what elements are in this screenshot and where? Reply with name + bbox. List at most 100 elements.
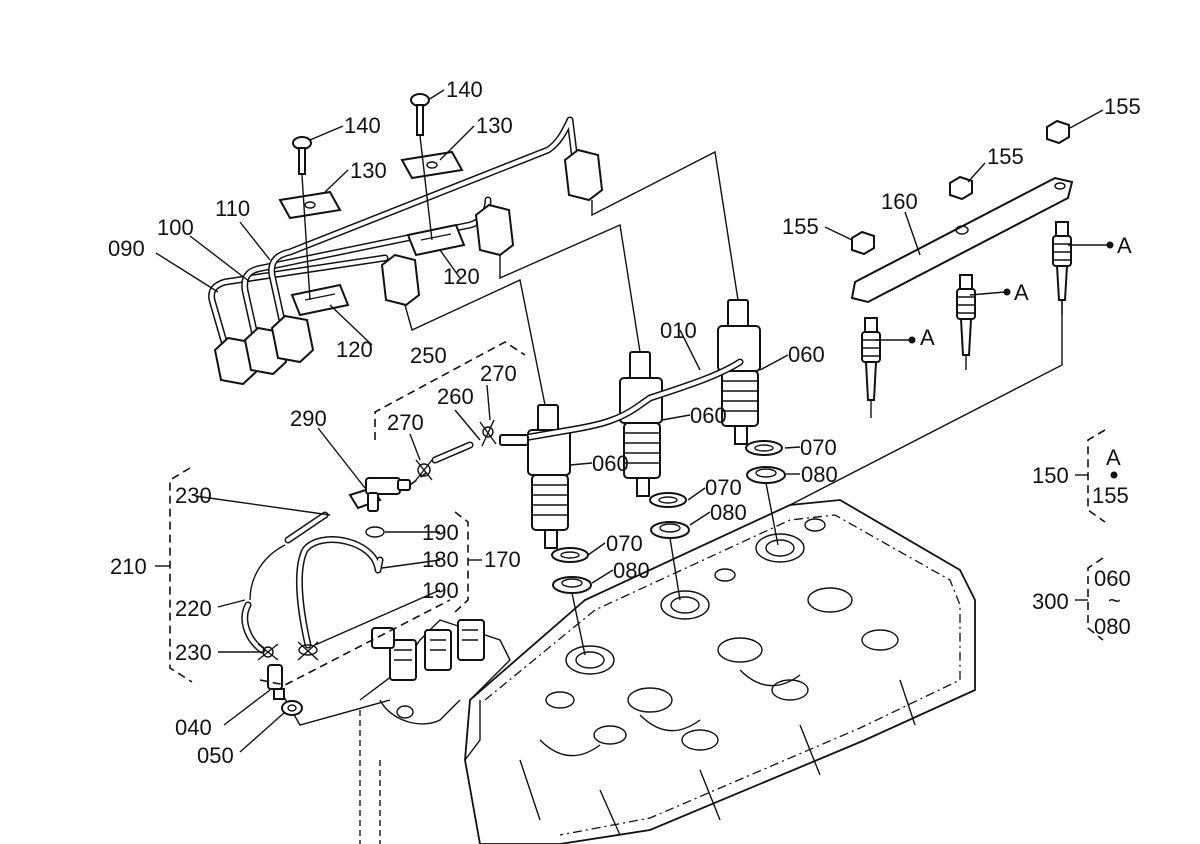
label-220: 220 [175,596,212,621]
label-070-1: 070 [606,531,643,556]
clamp-screw-140-left [292,136,312,301]
injection-pipe-090 [208,254,389,349]
label-080-3: 080 [801,462,838,487]
gasket-080-3 [746,466,786,484]
label-130-right: 130 [476,113,513,138]
kit-150-item-155: 155 [1092,483,1129,508]
return-pipe-joint-040 [267,664,285,700]
kit-300-item-060: 060 [1094,566,1131,591]
label-ref-a-1: A [920,325,935,350]
glow-plug-2 [956,274,976,370]
injection-pipe-110 [268,116,579,329]
label-140-right: 140 [446,77,483,102]
label-170: 170 [484,547,521,572]
label-270-2: 270 [387,410,424,435]
label-ref-a-2: A [1014,280,1029,305]
label-160: 160 [881,189,918,214]
gasket-070-1 [551,547,589,563]
label-260: 260 [437,384,474,409]
gasket-080-2 [650,521,690,539]
label-070-3: 070 [800,435,837,460]
pipe-nut-injector-2 [474,203,515,257]
return-hose-260 [431,441,474,464]
label-190-2: 190 [422,578,459,603]
label-060-3: 060 [788,342,825,367]
label-100: 100 [157,215,194,240]
label-010: 010 [660,318,697,343]
ref-dot-a-3 [1106,241,1114,249]
clamp-screw-140-right [410,93,433,241]
label-130-left: 130 [350,158,387,183]
glow-plug-nut-155-1 [851,230,875,256]
head-port-1 [565,645,615,675]
glow-plug-3 [1052,221,1072,315]
kit-150-dot [1110,471,1118,479]
overflow-pipe-010 [508,358,744,444]
return-hose-220 [241,601,266,654]
label-190-1: 190 [422,520,459,545]
head-port-2 [660,590,710,620]
leader-lines [155,89,1108,753]
head-port-3 [755,533,805,563]
glow-plug-lead-160 [850,176,1074,304]
label-250: 250 [410,343,447,368]
label-155-2: 155 [987,144,1024,169]
pipe-clamp-130-left [278,190,342,220]
label-050: 050 [197,743,234,768]
label-180: 180 [422,547,459,572]
label-140-left: 140 [344,113,381,138]
label-230-2: 230 [175,640,212,665]
group-bracket-150 [1075,429,1106,523]
cylinder-head [464,499,976,844]
label-300: 300 [1032,589,1069,614]
gasket-070-3 [745,440,783,456]
label-110: 110 [215,196,250,221]
return-banjo [499,434,529,446]
pipe-nut-injector-3 [563,148,604,202]
return-joint-290 [348,477,411,512]
hose-clip-190-2 [297,641,319,661]
glow-plug-1 [861,317,881,418]
label-270-1: 270 [480,361,517,386]
ref-dot-a-2 [1003,288,1011,296]
kit-300-item-080: 080 [1094,614,1131,639]
group-bracket-170 [259,511,482,686]
glow-plug-nut-155-3 [1046,119,1070,145]
label-080-1: 080 [613,558,650,583]
pipe-clamp-120-right [406,223,466,257]
pipe-nut-injector-1 [380,253,421,307]
label-040: 040 [175,715,212,740]
label-060-2: 060 [690,403,727,428]
glow-plug-nut-155-2 [949,175,973,201]
label-210: 210 [110,554,147,579]
gasket-080-1 [552,576,592,594]
nozzle-holder-060-3 [717,299,761,445]
ref-dot-a-1 [908,336,916,344]
label-120-right: 120 [443,264,480,289]
group-bracket-300 [1075,557,1104,641]
label-150: 150 [1032,463,1069,488]
label-ref-a-3: A [1117,233,1132,258]
injection-pump [371,619,485,681]
label-155-3: 155 [782,214,819,239]
kit-150-item-a: A [1106,445,1121,470]
group-bracket-210 [155,467,193,683]
callout-labels: 010 040 050 060 060 060 070 070 070 080 … [108,77,1141,768]
pipe-nut-pump-1 [213,336,258,386]
nozzle-holder-060-1 [527,404,571,549]
label-060-1: 060 [592,451,629,476]
hose-clip-190-1 [365,526,385,538]
label-080-2: 080 [710,500,747,525]
hose-clip-230 [257,643,279,661]
pipe-clamp-130-right [400,150,464,180]
pipe-nut-pump-3 [270,314,315,364]
kit-300-range-tilde: ~ [1108,588,1121,613]
return-hose-upper-230 [249,511,329,601]
group-bracket-250 [374,341,526,486]
return-hose-180 [295,536,384,649]
hose-clip-270-1 [479,419,497,447]
label-070-2: 070 [705,475,742,500]
gasket-050 [281,700,303,716]
